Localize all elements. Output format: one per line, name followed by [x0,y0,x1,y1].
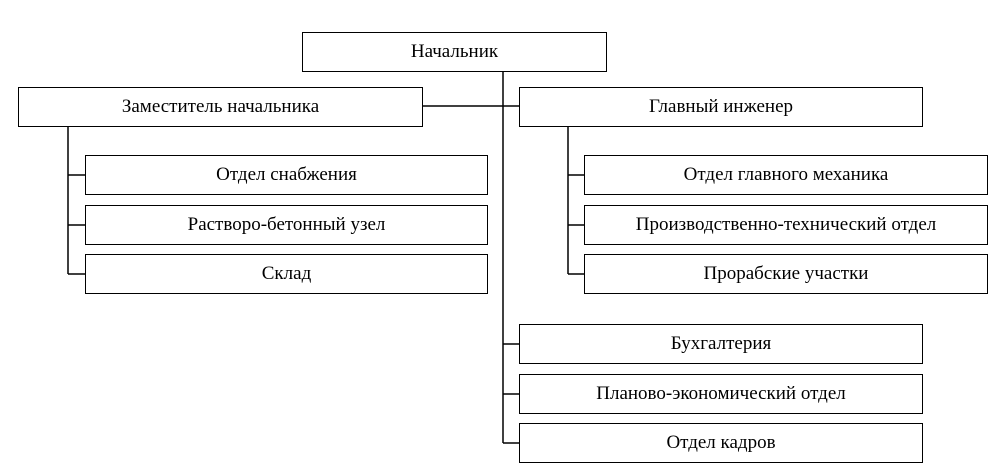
node-supply-dept: Отдел снабжения [85,155,488,195]
node-planning-economic-dept: Планово-экономический отдел [519,374,923,414]
node-chief-mechanic-dept: Отдел главного механика [584,155,988,195]
node-head: Начальник [302,32,607,72]
node-warehouse: Склад [85,254,488,294]
node-site-sections: Прорабские участки [584,254,988,294]
node-concrete-unit: Растворо-бетонный узел [85,205,488,245]
node-accounting: Бухгалтерия [519,324,923,364]
node-deputy: Заместитель начальника [18,87,423,127]
node-hr-dept: Отдел кадров [519,423,923,463]
node-chief-engineer: Главный инженер [519,87,923,127]
node-production-technical-dept: Производственно-технический отдел [584,205,988,245]
